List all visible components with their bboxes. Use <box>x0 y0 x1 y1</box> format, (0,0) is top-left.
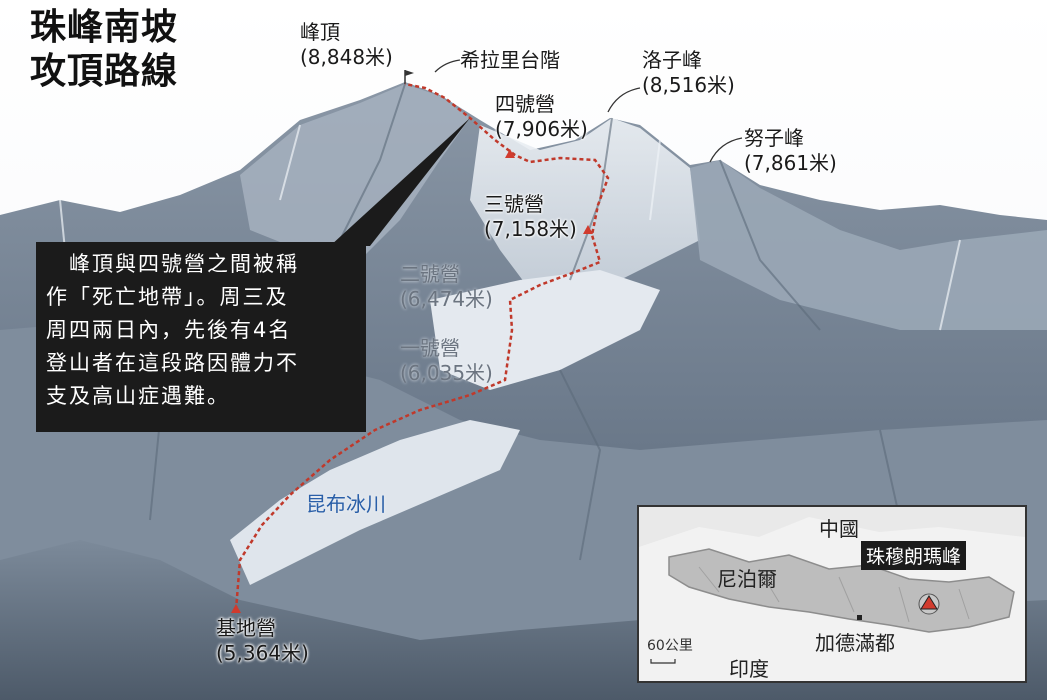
inset-china-label: 中國 <box>819 517 859 541</box>
inset-nepal-label: 尼泊爾 <box>717 567 777 591</box>
camp3-altitude: (7,158米) <box>484 217 577 241</box>
nuptse-altitude: (7,861米) <box>744 151 837 175</box>
title-line-2: 攻頂路線 <box>30 51 179 92</box>
lhotse-label: 洛子峰 (8,516米) <box>642 48 735 98</box>
base-camp-altitude: (5,364米) <box>216 641 309 665</box>
everest-marker-icon <box>920 595 938 610</box>
lhotse-name: 洛子峰 <box>642 48 702 72</box>
nuptse-label: 努子峰 (7,861米) <box>744 126 837 176</box>
note-line-5: 支及高山症遇難。 <box>46 384 230 408</box>
inset-everest-label: 珠穆朗瑪峰 <box>861 541 967 570</box>
note-line-2: 作「死亡地帶」。周三及 <box>46 285 289 309</box>
title-line-1: 珠峰南坡 <box>30 7 179 48</box>
climbing-route <box>234 82 610 611</box>
camp4-label: 四號營 (7,906米) <box>495 92 588 142</box>
note-line-1: 峰頂與四號營之間被稱 <box>46 252 299 276</box>
camp1-name: 一號營 <box>400 336 460 360</box>
summit-name: 峰頂 <box>300 20 340 44</box>
lhotse-altitude: (8,516米) <box>642 73 735 97</box>
inset-terrain <box>639 507 1025 681</box>
camp4-marker-icon <box>505 149 515 158</box>
summit-label: 峰頂 (8,848米) <box>300 20 393 70</box>
kathmandu-dot-icon <box>857 615 862 620</box>
camp4-altitude: (7,906米) <box>495 117 588 141</box>
camp2-altitude: (6,474米) <box>400 287 493 311</box>
nuptse-name: 努子峰 <box>744 126 804 150</box>
glacier-label: 昆布冰川 <box>306 492 386 516</box>
death-zone-note: 峰頂與四號營之間被稱 作「死亡地帶」。周三及 周四兩日內，先後有4名 登山者在這… <box>36 242 366 432</box>
summit-flag-icon <box>404 70 414 84</box>
camp3-name: 三號營 <box>484 192 544 216</box>
note-line-4: 登山者在這段路因體力不 <box>46 351 299 375</box>
locator-inset-map: 中國 珠穆朗瑪峰 尼泊爾 加德滿都 印度 60公里 <box>637 505 1027 683</box>
base-camp-marker-icon <box>231 604 241 613</box>
hillary-step-label: 希拉里台階 <box>460 48 560 72</box>
inset-kathmandu-label: 加德滿都 <box>815 631 895 655</box>
camp2-label: 二號營 (6,474米) <box>400 262 493 312</box>
inset-scale-label: 60公里 <box>647 638 693 654</box>
camp4-name: 四號營 <box>495 92 555 116</box>
summit-altitude: (8,848米) <box>300 45 393 69</box>
base-camp-name: 基地營 <box>216 616 276 640</box>
scale-bar-icon <box>650 659 676 664</box>
note-line-3: 周四兩日內，先後有4名 <box>46 318 292 342</box>
camp3-label: 三號營 (7,158米) <box>484 192 577 242</box>
base-camp-label: 基地營 (5,364米) <box>216 616 309 666</box>
camp1-label: 一號營 (6,035米) <box>400 336 493 386</box>
camp1-altitude: (6,035米) <box>400 361 493 385</box>
camp2-name: 二號營 <box>400 262 460 286</box>
camp3-marker-icon <box>583 225 593 234</box>
map-title: 珠峰南坡 攻頂路線 <box>30 6 178 94</box>
inset-india-label: 印度 <box>729 657 769 681</box>
